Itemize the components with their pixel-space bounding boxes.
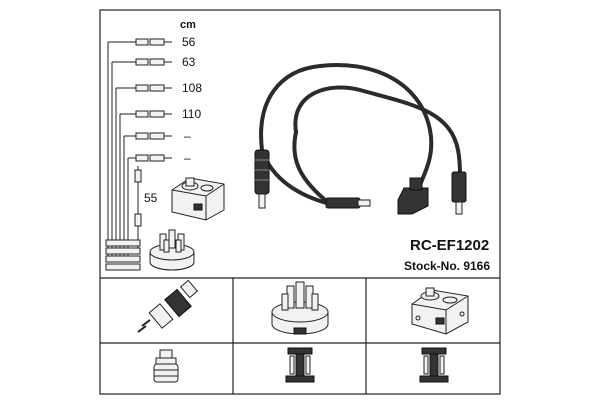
unit-label: cm xyxy=(180,19,196,31)
ignition-cable-illustration xyxy=(254,63,467,215)
cable-length-2: 63 xyxy=(182,55,196,69)
ignition-coil-small-icon xyxy=(171,177,225,221)
cable-branch-1 xyxy=(108,38,172,46)
coil-connector-type-icon xyxy=(419,347,449,383)
cable-branch-3 xyxy=(116,84,172,92)
cable-branch-5 xyxy=(124,132,172,140)
cable-length-labels: 56 63 108 110 – – 55 xyxy=(144,35,202,205)
cable-length-5: – xyxy=(184,129,191,143)
angled-boot xyxy=(397,177,429,215)
cable-branch-4 xyxy=(120,110,172,118)
cable-length-4: 110 xyxy=(182,107,201,121)
spark-plug-icon xyxy=(137,279,199,333)
cable-length-6: – xyxy=(184,151,191,165)
diagram-frame xyxy=(99,9,501,395)
distributor-cap-small-icon xyxy=(149,229,195,271)
cable-length-1: 56 xyxy=(182,35,196,49)
plug-connector-type-icon xyxy=(153,349,179,383)
coil-lead-length: 55 xyxy=(144,191,158,205)
cable-bundle-schematic xyxy=(105,38,172,271)
ignition-coil-icon xyxy=(411,287,469,335)
distributor-cap-icon xyxy=(271,281,329,335)
cable-length-3: 108 xyxy=(182,81,202,95)
spark-plug-boot-left xyxy=(254,149,270,209)
stock-number: Stock-No. 9166 xyxy=(404,259,490,273)
cable-branch-2 xyxy=(112,58,172,66)
distributor-connector-type-icon xyxy=(285,347,315,383)
cable-branch-6 xyxy=(128,154,172,162)
coil-lead xyxy=(134,166,142,248)
spark-plug-boot-right xyxy=(451,171,467,215)
bundle-terminal-block xyxy=(105,239,141,271)
product-code: RC-EF1202 xyxy=(410,237,489,254)
coil-connector xyxy=(325,197,371,209)
